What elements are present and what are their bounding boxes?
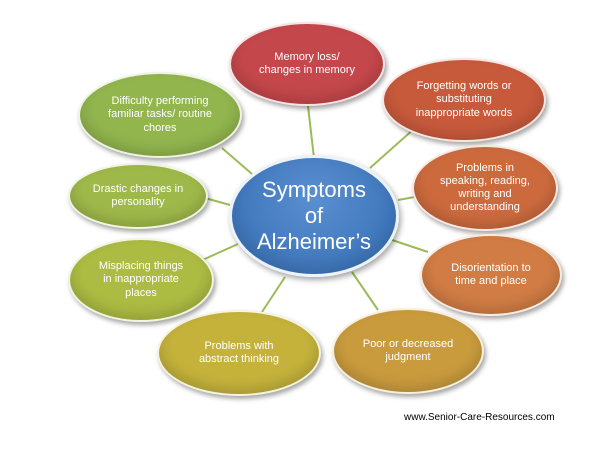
connector-forgetting-words xyxy=(369,127,416,169)
symptom-label: Poor or decreased judgment xyxy=(362,337,454,363)
symptom-label: Forgetting words or substituting inappro… xyxy=(415,80,513,119)
symptom-speaking-problems: Problems in speaking, reading, writing a… xyxy=(412,145,558,231)
symptom-label: Difficulty performing familiar tasks/ ro… xyxy=(108,95,212,134)
symptom-label: Memory loss/ changes in memory xyxy=(259,50,355,76)
connector-abstract-thinking xyxy=(261,276,286,313)
connector-memory-loss xyxy=(307,105,315,159)
symptom-label: Problems with abstract thinking xyxy=(198,339,280,365)
symptom-abstract-thinking: Problems with abstract thinking xyxy=(157,310,321,396)
symptom-memory-loss: Memory loss/ changes in memory xyxy=(229,22,385,106)
symptom-label: Disorientation to time and place xyxy=(451,261,531,287)
symptom-label: Drastic changes in personality xyxy=(92,182,184,208)
symptom-familiar-tasks: Difficulty performing familiar tasks/ ro… xyxy=(78,72,242,158)
central-topic: Symptoms of Alzheimer’s xyxy=(229,155,399,277)
symptom-misplacing-things: Misplacing things in inappropriate place… xyxy=(68,238,214,322)
central-topic-label: Symptoms of Alzheimer’s xyxy=(256,177,372,254)
symptom-poor-judgment: Poor or decreased judgment xyxy=(332,308,484,394)
connector-familiar-tasks xyxy=(221,147,253,175)
source-credit: www.Senior-Care-Resources.com xyxy=(404,412,555,423)
symptom-forgetting-words: Forgetting words or substituting inappro… xyxy=(382,58,546,142)
connector-disorientation xyxy=(391,239,429,253)
symptom-label: Problems in speaking, reading, writing a… xyxy=(440,161,530,214)
symptom-label: Misplacing things in inappropriate place… xyxy=(98,260,184,299)
symptom-personality-changes: Drastic changes in personality xyxy=(68,163,208,229)
connector-judgment xyxy=(351,271,379,311)
symptom-disorientation: Disorientation to time and place xyxy=(420,234,562,316)
connector-personality xyxy=(204,197,231,206)
